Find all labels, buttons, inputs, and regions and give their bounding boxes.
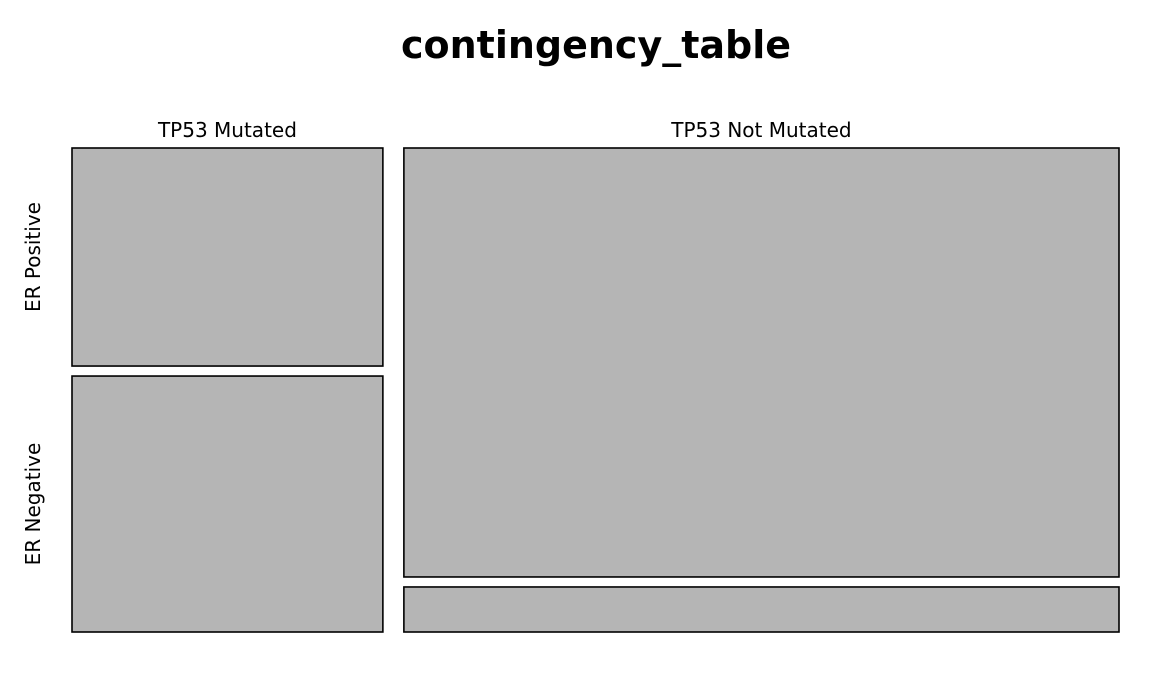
- row-label: ER Negative: [21, 443, 45, 566]
- column-labels: TP53 Mutated TP53 Not Mutated: [157, 118, 852, 142]
- row-labels: ER Positive ER Negative: [21, 202, 45, 565]
- mosaic-cell-2-2: [403, 586, 1120, 633]
- mosaic-cell-2-1: [403, 147, 1120, 578]
- row-label: ER Positive: [21, 202, 45, 312]
- column-label: TP53 Not Mutated: [670, 118, 851, 142]
- chart-title: contingency_table: [401, 23, 791, 67]
- mosaic-cell-1-1: [71, 147, 384, 367]
- mosaic-cells: [71, 147, 1120, 633]
- mosaic-cell-1-2: [71, 375, 384, 633]
- column-label: TP53 Mutated: [157, 118, 297, 142]
